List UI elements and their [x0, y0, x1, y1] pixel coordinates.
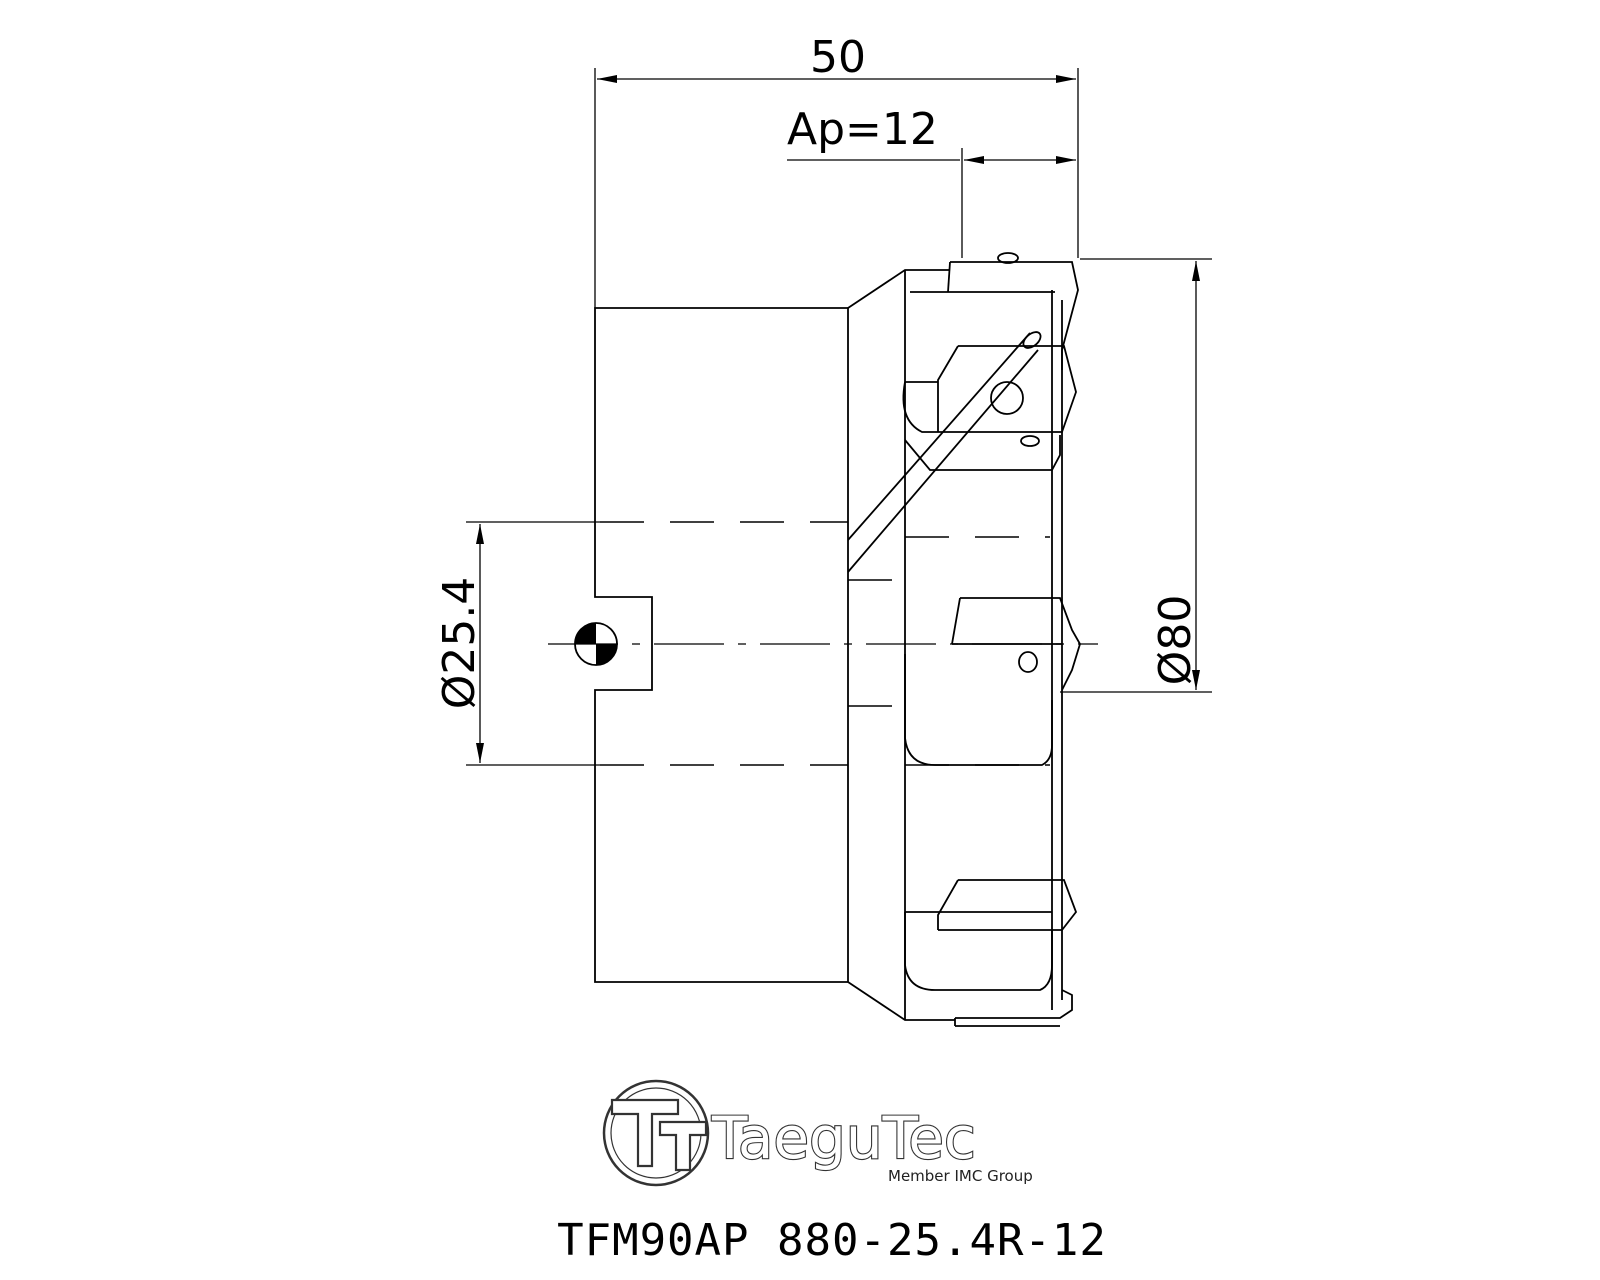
cutter-body — [594, 269, 1063, 1021]
length-dimension-label: 50 — [810, 32, 866, 83]
bore-diameter-label: Ø25.4 — [434, 577, 485, 710]
insert-center — [904, 597, 1081, 766]
ap-dimension-label: Ap=12 — [787, 104, 938, 155]
insert-bottom — [954, 989, 1073, 1027]
taegutec-logo: TaeguTec Member IMC Group — [602, 1079, 1033, 1187]
outer-diameter-label: Ø80 — [1150, 595, 1201, 686]
center-mark-icon — [574, 622, 618, 666]
logo-tagline: Member IMC Group — [888, 1167, 1033, 1185]
bore-diameter-dimension: Ø25.4 — [434, 521, 600, 766]
part-number: TFM90AP 880-25.4R-12 — [557, 1215, 1107, 1266]
length-dimension: 50 — [594, 32, 1079, 308]
insert-lower — [904, 879, 1078, 991]
ap-dimension: Ap=12 — [787, 104, 1076, 258]
insert-second — [902, 345, 1077, 471]
logo-brand-text: TaeguTec — [711, 1104, 976, 1172]
taegutec-mark-icon — [610, 1098, 708, 1172]
outer-diameter-dimension: Ø80 — [1060, 258, 1212, 693]
insert-top — [910, 252, 1079, 370]
